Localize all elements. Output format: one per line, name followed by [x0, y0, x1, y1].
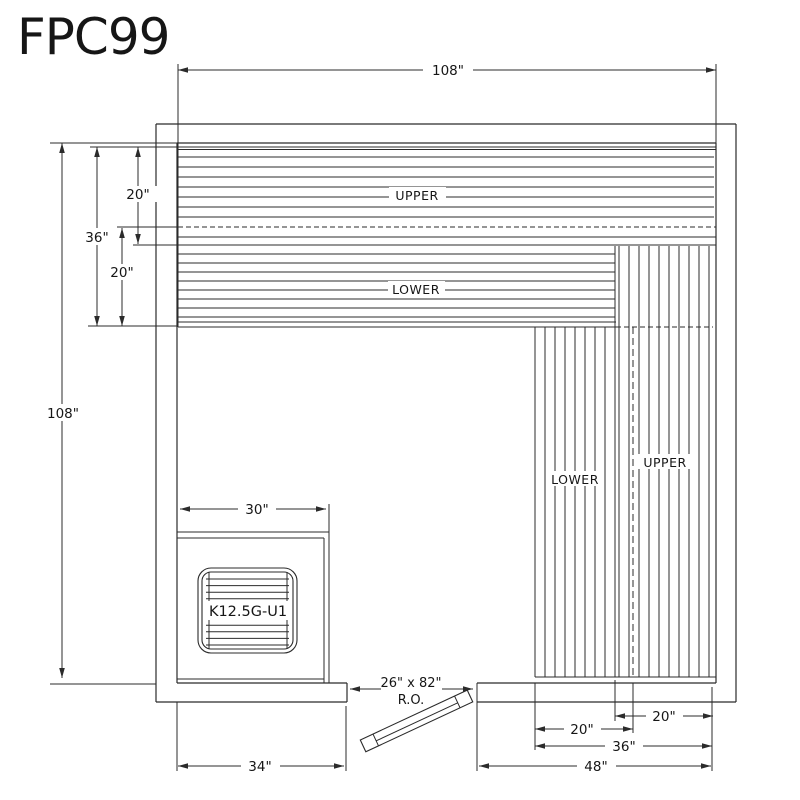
dim-right-upper-20-label: 20": [652, 709, 675, 725]
top-upper-bench-label: UPPER: [395, 188, 438, 203]
dim-bottom-34-label: 34": [248, 759, 271, 775]
dim-bottom-48-label: 48": [584, 759, 607, 775]
top-lower-bench-planks: [178, 253, 713, 328]
right-upper-label-bg: [636, 454, 694, 469]
dim-left-lower-bench: 20": [103, 228, 141, 326]
dim-right-upper-bench: 20": [615, 707, 713, 725]
right-lower-bench-planks: [534, 327, 716, 678]
dim-left-36-label: 36": [85, 230, 108, 246]
door-ro-note-label: R.O.: [398, 693, 425, 708]
dim-bottom-36-label: 36": [612, 739, 635, 755]
dim-top-width-label: 108": [432, 63, 464, 79]
drawing-title: FPC99: [17, 8, 169, 66]
dim-left-height: 108": [40, 143, 86, 678]
right-lower-label-bg: [546, 471, 604, 486]
heater-platform: [177, 531, 330, 683]
door-swing: 26" x 82" R.O.: [350, 676, 474, 753]
dim-left-upper-20-label: 20": [126, 187, 149, 203]
heater-label-bg: [205, 601, 291, 620]
lower-label-bg: [388, 281, 445, 296]
heater: K12.5G-U1: [197, 567, 298, 654]
dim-right-lower-20-label: 20": [570, 722, 593, 738]
wall-outline: [155, 123, 737, 703]
dim-heater-platform: 30": [180, 500, 326, 518]
right-lower-bench-label: LOWER: [551, 472, 599, 487]
dim-left-height-label: 108": [47, 406, 79, 422]
dim-left-lower-20-label: 20": [110, 265, 133, 281]
dim-heater-30-label: 30": [245, 502, 268, 518]
dim-bottom-left-wall: 34": [178, 757, 344, 775]
dim-right-bench-total: 36": [535, 737, 712, 755]
top-lower-bench-label: LOWER: [392, 282, 440, 297]
door-leaf: [359, 689, 474, 753]
door-ro-size-label: 26" x 82": [380, 676, 441, 691]
extension-lines: [50, 64, 717, 771]
dim-left-bench-depth: 36": [77, 147, 117, 326]
dim-left-upper-bench: 20": [119, 147, 157, 244]
dim-top-width: 108": [178, 61, 716, 79]
upper-label-bg: [389, 187, 446, 202]
dim-bottom-right-wall: 48": [479, 757, 711, 775]
dim-right-lower-bench: 20": [535, 720, 633, 738]
heater-model-label: K12.5G-U1: [209, 604, 287, 620]
right-upper-bench-label: UPPER: [643, 455, 686, 470]
top-upper-bench-planks: [177, 146, 716, 327]
